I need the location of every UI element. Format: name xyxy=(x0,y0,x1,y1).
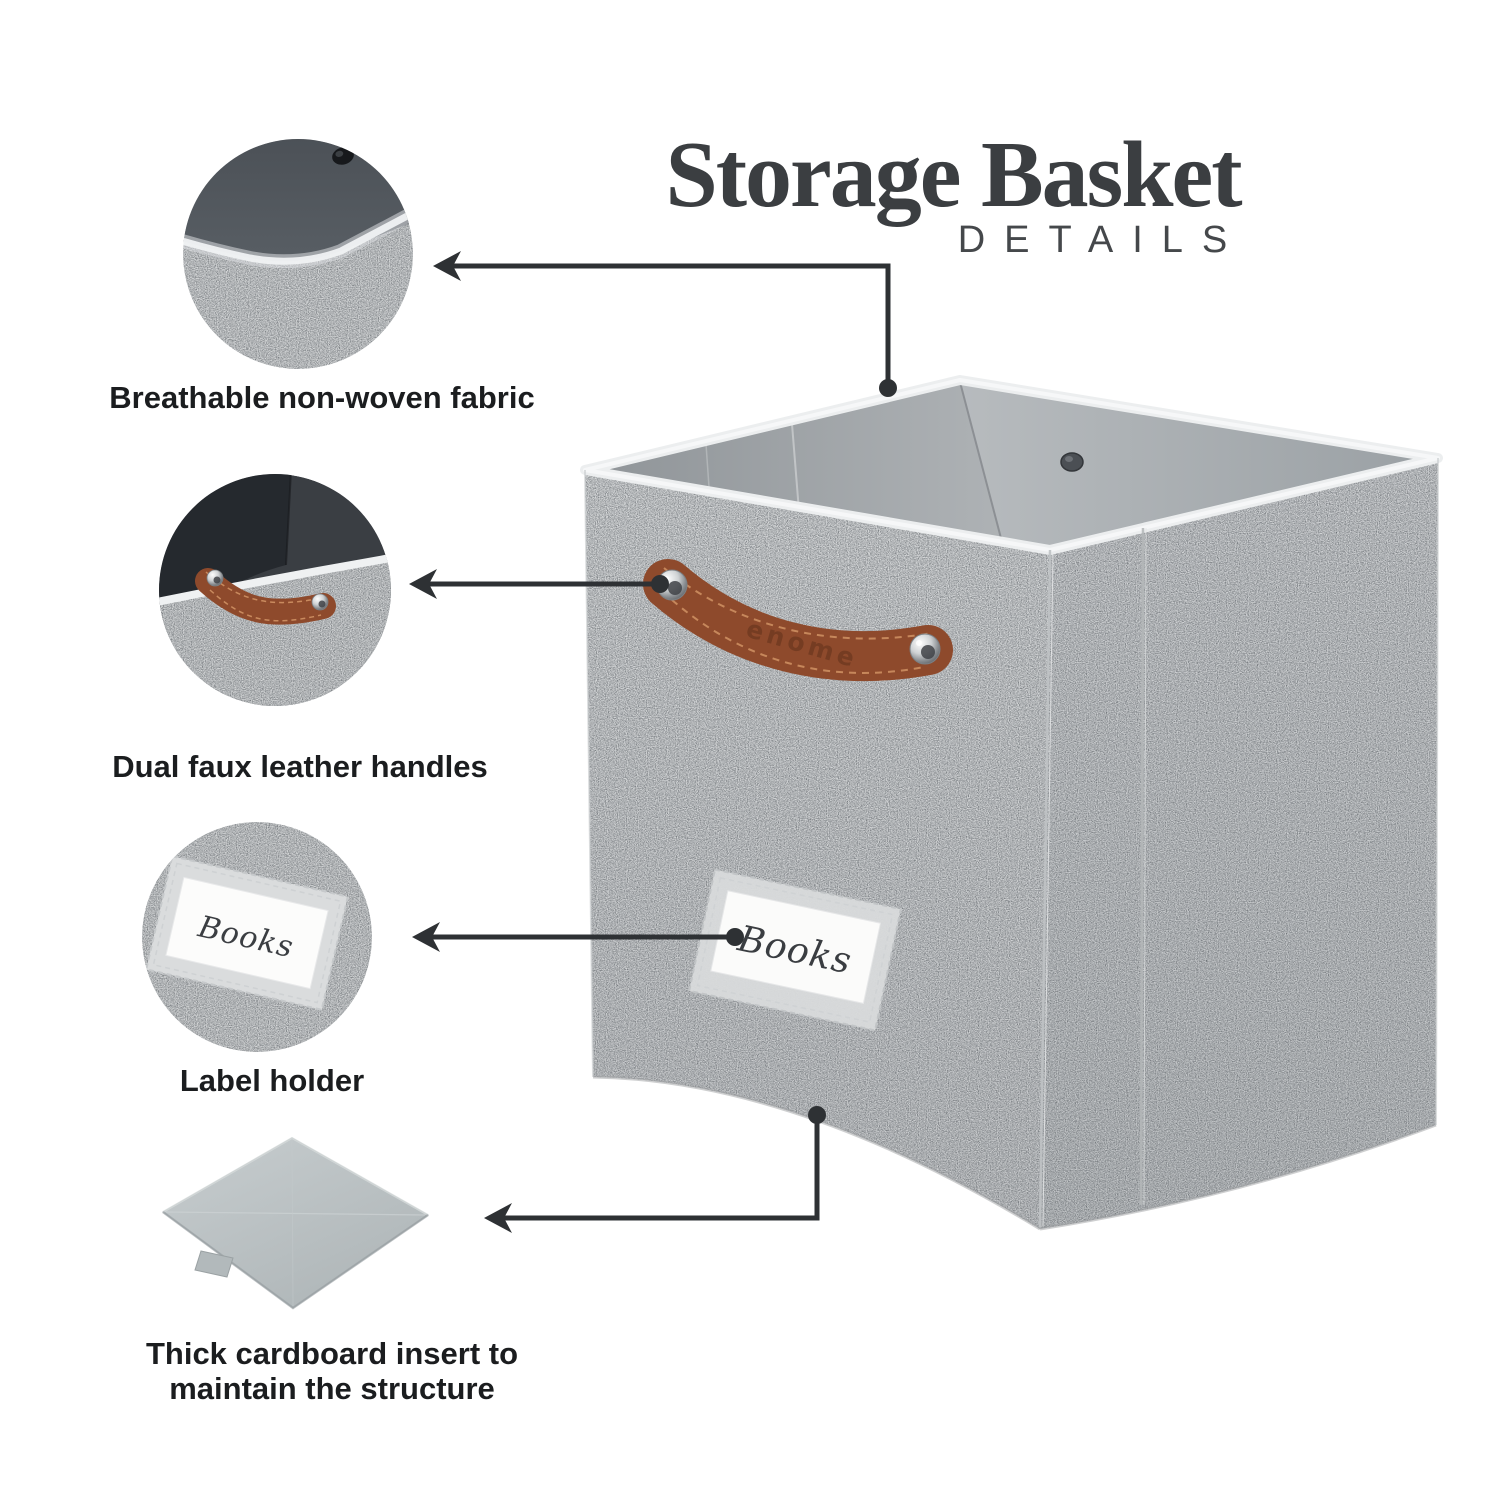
feature-label-fabric: Breathable non-woven fabric xyxy=(109,380,535,415)
product-basket: enome Books xyxy=(580,375,1443,1231)
handle-mini xyxy=(195,568,336,625)
feature-label-cardboard: Thick cardboard insert to maintain the s… xyxy=(145,1336,519,1406)
snap-button xyxy=(332,147,354,165)
right-face-seam xyxy=(1139,527,1145,1206)
basket-label-card xyxy=(710,890,882,1004)
connector-dot xyxy=(808,1106,826,1124)
connector-arrow-label-holder xyxy=(412,922,744,952)
cardboard-tab xyxy=(194,1250,234,1278)
snap-button xyxy=(1060,452,1084,472)
callout-photo-fabric xyxy=(183,139,413,369)
arrowhead-left-icon xyxy=(409,569,437,599)
connector-dot xyxy=(726,928,744,946)
cardboard-insert xyxy=(162,1136,429,1310)
basket-label-holder: Books xyxy=(687,868,903,1032)
callout-label-card xyxy=(165,876,329,990)
connector-dot xyxy=(651,575,669,593)
front-corner-edge xyxy=(1038,549,1052,1230)
connector-arrow-fabric xyxy=(433,251,897,397)
basket-inner-right-wall xyxy=(960,380,1438,550)
page-subtitle: DETAILS xyxy=(957,219,1247,261)
page-title: Storage Basket xyxy=(665,123,1242,227)
arrowhead-left-icon xyxy=(433,251,461,281)
handle-rivet-right xyxy=(909,633,941,665)
feature-label-handles: Dual faux leather handles xyxy=(112,749,488,784)
callout-connectors xyxy=(409,251,897,1233)
connector-arrow-handle xyxy=(409,569,669,599)
callout-photo-label-holder: Books xyxy=(142,822,372,1052)
callout-photo-handle xyxy=(159,474,391,706)
connector-dot xyxy=(879,379,897,397)
feature-label-label-holder: Label holder xyxy=(179,1063,365,1098)
connector-arrow-cardboard xyxy=(484,1106,826,1233)
basket-inner-left-wall xyxy=(585,380,1002,542)
arrowhead-left-icon xyxy=(412,922,440,952)
basket-right-face xyxy=(1040,458,1438,1229)
arrowhead-left-icon xyxy=(484,1203,512,1233)
